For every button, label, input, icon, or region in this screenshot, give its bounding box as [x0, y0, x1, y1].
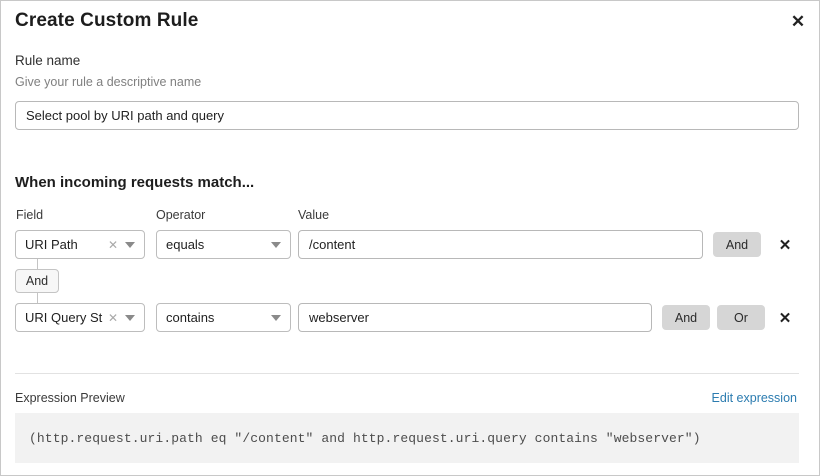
column-header-operator: Operator	[156, 208, 206, 222]
and-button-row-1[interactable]: And	[713, 232, 761, 257]
conditions-heading: When incoming requests match...	[15, 174, 255, 191]
chevron-down-icon	[125, 314, 135, 321]
clear-icon[interactable]: ✕	[107, 237, 118, 252]
expression-preview-code: (http.request.uri.path eq "/content" and…	[29, 430, 701, 446]
column-header-value: Value	[298, 208, 330, 222]
value-input-row-2[interactable]	[298, 303, 652, 332]
rule-name-help-text: Give your rule a descriptive name	[15, 75, 202, 89]
delete-condition-row-1[interactable]: ✕	[775, 235, 795, 255]
connector-and-badge[interactable]: And	[15, 269, 59, 293]
close-icon[interactable]: ✕	[785, 8, 811, 34]
or-button-row-2[interactable]: Or	[717, 305, 765, 330]
field-select-row-1[interactable]: URI Path ✕	[15, 230, 145, 259]
operator-select-row-1[interactable]: equals	[156, 230, 291, 259]
connector-line-bottom	[37, 292, 38, 303]
chevron-down-icon	[271, 314, 281, 321]
chevron-down-icon	[271, 241, 281, 248]
dialog-title: Create Custom Rule	[15, 10, 199, 31]
clear-icon[interactable]: ✕	[107, 310, 118, 325]
operator-select-value-row-2: contains	[166, 310, 215, 325]
and-button-row-2[interactable]: And	[662, 305, 710, 330]
field-select-value-row-2: URI Query St...	[25, 310, 103, 325]
operator-select-row-2[interactable]: contains	[156, 303, 291, 332]
chevron-down-icon	[125, 241, 135, 248]
expression-preview-label: Expression Preview	[15, 391, 125, 405]
operator-select-value-row-1: equals	[166, 237, 205, 252]
rule-name-input[interactable]	[15, 101, 799, 130]
edit-expression-link[interactable]: Edit expression	[711, 391, 797, 405]
section-divider	[15, 373, 799, 374]
field-select-row-2[interactable]: URI Query St... ✕	[15, 303, 145, 332]
column-header-field: Field	[16, 208, 44, 222]
value-input-row-1[interactable]	[298, 230, 703, 259]
rule-name-label: Rule name	[15, 53, 81, 68]
delete-condition-row-2[interactable]: ✕	[775, 308, 795, 328]
connector-line-top	[37, 259, 38, 270]
expression-preview-box: (http.request.uri.path eq "/content" and…	[15, 413, 799, 463]
field-select-value-row-1: URI Path	[25, 237, 78, 252]
